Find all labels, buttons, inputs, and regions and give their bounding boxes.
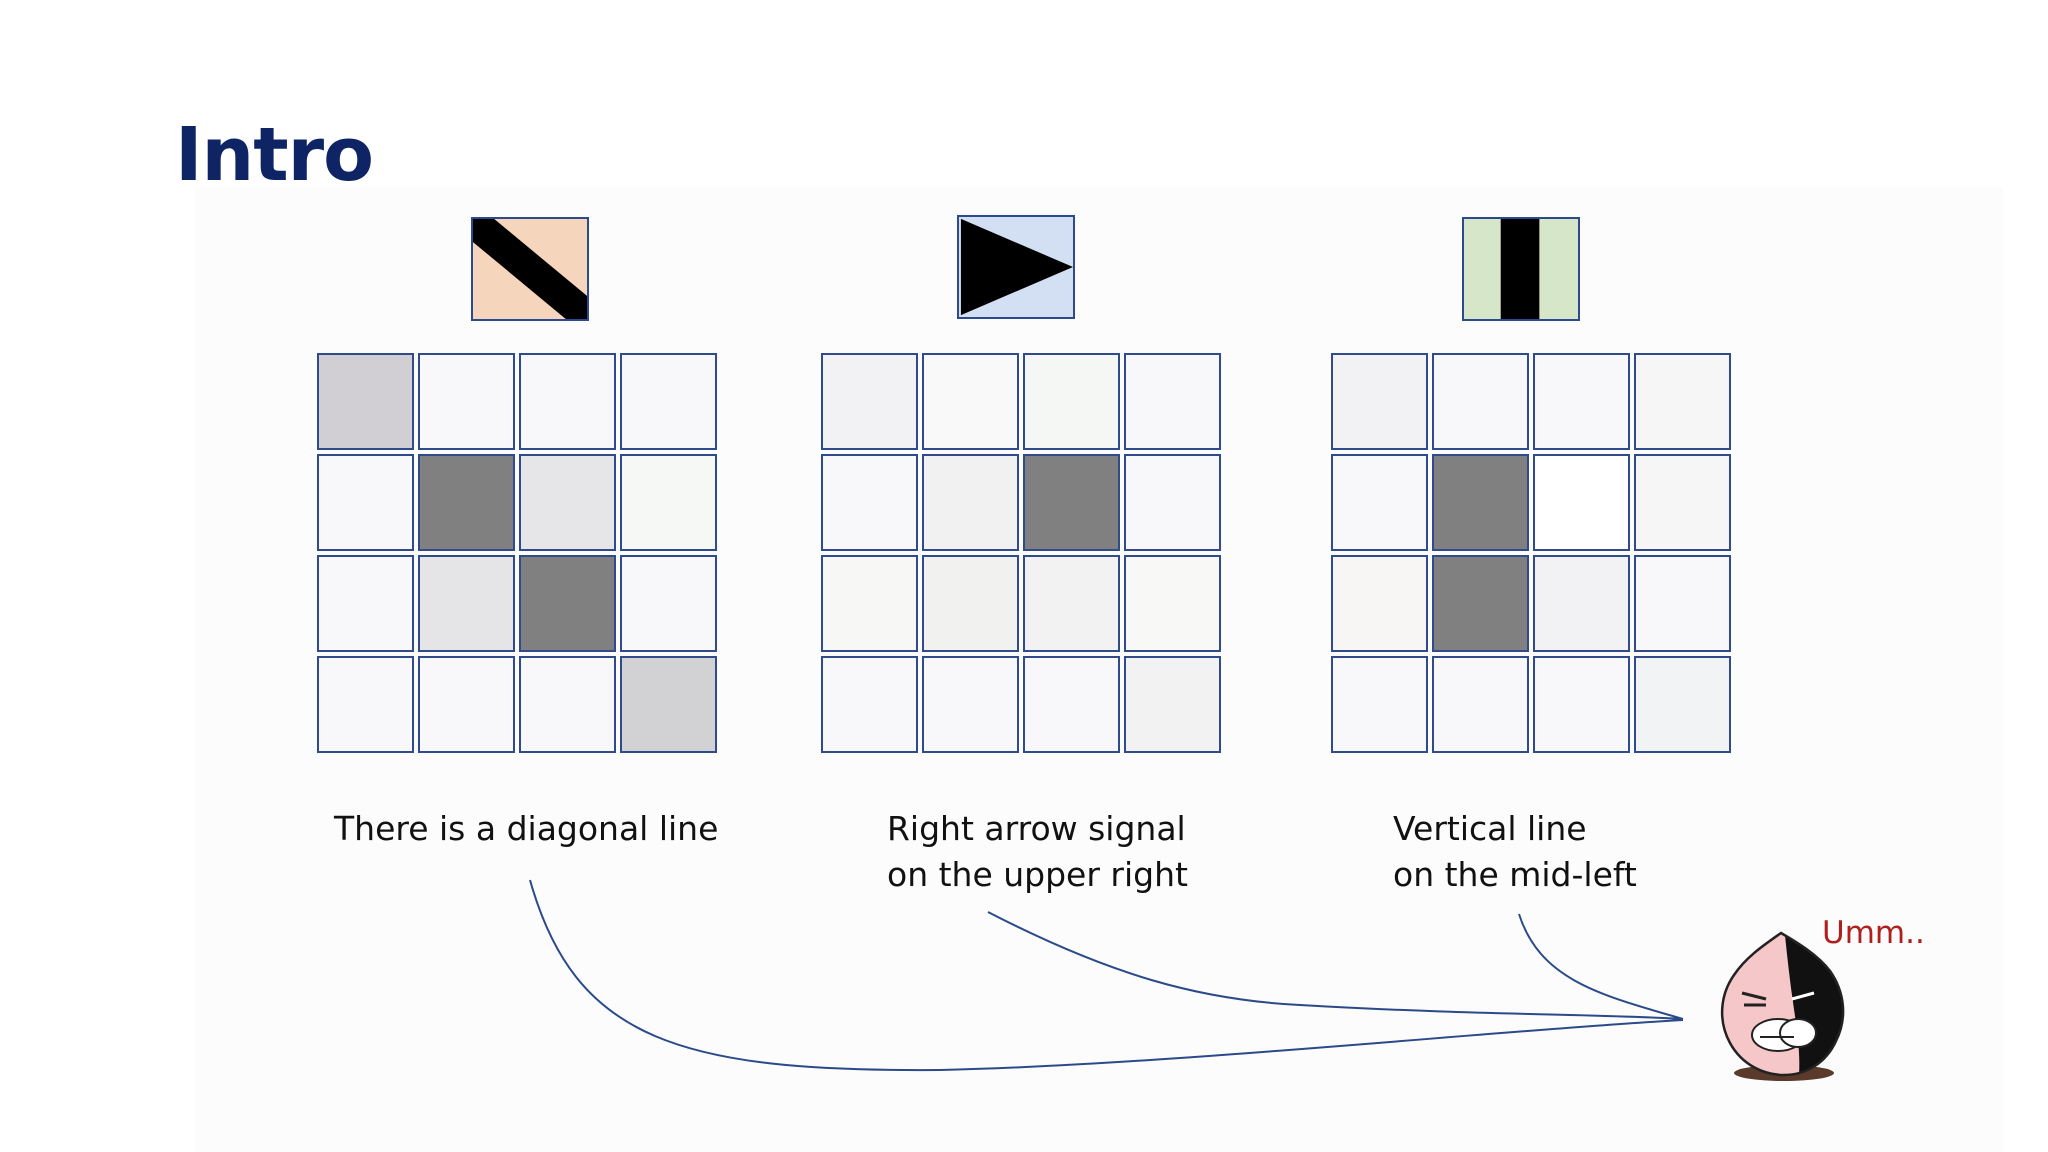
grid-cell bbox=[1634, 555, 1731, 652]
grid-cell bbox=[1023, 555, 1120, 652]
feature-grid-arrow bbox=[821, 353, 1221, 753]
grid-cell bbox=[922, 656, 1019, 753]
grid-cell bbox=[317, 454, 414, 551]
grid-cell bbox=[1634, 656, 1731, 753]
grid-cell bbox=[1432, 555, 1529, 652]
grid-cell bbox=[1124, 454, 1221, 551]
caption-vertical-line: Vertical line on the mid-left bbox=[1393, 806, 1637, 898]
slide-title: Intro bbox=[175, 112, 374, 198]
grid-cell bbox=[821, 656, 918, 753]
grid-cell bbox=[519, 555, 616, 652]
feature-grid-diagonal bbox=[317, 353, 717, 753]
grid-cell bbox=[418, 353, 515, 450]
grid-cell bbox=[317, 656, 414, 753]
grid-cell bbox=[519, 353, 616, 450]
caption-line: There is a diagonal line bbox=[334, 809, 719, 848]
caption-line: Right arrow signal bbox=[887, 809, 1186, 848]
grid-cell bbox=[1124, 555, 1221, 652]
grid-cell bbox=[1331, 555, 1428, 652]
grid-cell bbox=[922, 555, 1019, 652]
grid-cell bbox=[418, 555, 515, 652]
grid-cell bbox=[1432, 353, 1529, 450]
grid-cell bbox=[1533, 353, 1630, 450]
grid-cell bbox=[519, 454, 616, 551]
grid-cell bbox=[519, 656, 616, 753]
caption-line: on the mid-left bbox=[1393, 855, 1637, 894]
grid-cell bbox=[620, 353, 717, 450]
caption-line: Vertical line bbox=[1393, 809, 1587, 848]
right-arrow-icon bbox=[957, 215, 1075, 319]
grid-cell bbox=[1533, 454, 1630, 551]
grid-cell bbox=[1533, 656, 1630, 753]
grid-cell bbox=[1533, 555, 1630, 652]
grid-cell bbox=[620, 555, 717, 652]
grid-cell bbox=[620, 656, 717, 753]
feature-grid-vertical bbox=[1331, 353, 1731, 753]
grid-cell bbox=[620, 454, 717, 551]
caption-line: on the upper right bbox=[887, 855, 1188, 894]
grid-cell bbox=[821, 353, 918, 450]
grid-cell bbox=[1124, 353, 1221, 450]
grid-cell bbox=[418, 656, 515, 753]
grid-cell bbox=[821, 555, 918, 652]
grid-cell bbox=[1331, 656, 1428, 753]
grid-cell bbox=[922, 353, 1019, 450]
diagonal-line-icon bbox=[471, 217, 589, 321]
speech-text: Umm.. bbox=[1822, 915, 1925, 951]
grid-cell bbox=[317, 555, 414, 652]
grid-cell bbox=[1634, 454, 1731, 551]
grid-cell bbox=[1023, 656, 1120, 753]
grid-cell bbox=[1023, 454, 1120, 551]
grid-cell bbox=[1023, 353, 1120, 450]
grid-cell bbox=[1432, 656, 1529, 753]
grid-cell bbox=[1331, 353, 1428, 450]
grid-cell bbox=[317, 353, 414, 450]
grid-cell bbox=[922, 454, 1019, 551]
grid-cell bbox=[418, 454, 515, 551]
grid-cell bbox=[1331, 454, 1428, 551]
grid-cell bbox=[821, 454, 918, 551]
vertical-line-icon bbox=[1462, 217, 1580, 321]
caption-right-arrow: Right arrow signal on the upper right bbox=[887, 806, 1188, 898]
grid-cell bbox=[1124, 656, 1221, 753]
thinking-character-icon bbox=[1720, 931, 1845, 1081]
grid-cell bbox=[1432, 454, 1529, 551]
grid-cell bbox=[1634, 353, 1731, 450]
caption-diagonal-line: There is a diagonal line bbox=[334, 806, 718, 852]
